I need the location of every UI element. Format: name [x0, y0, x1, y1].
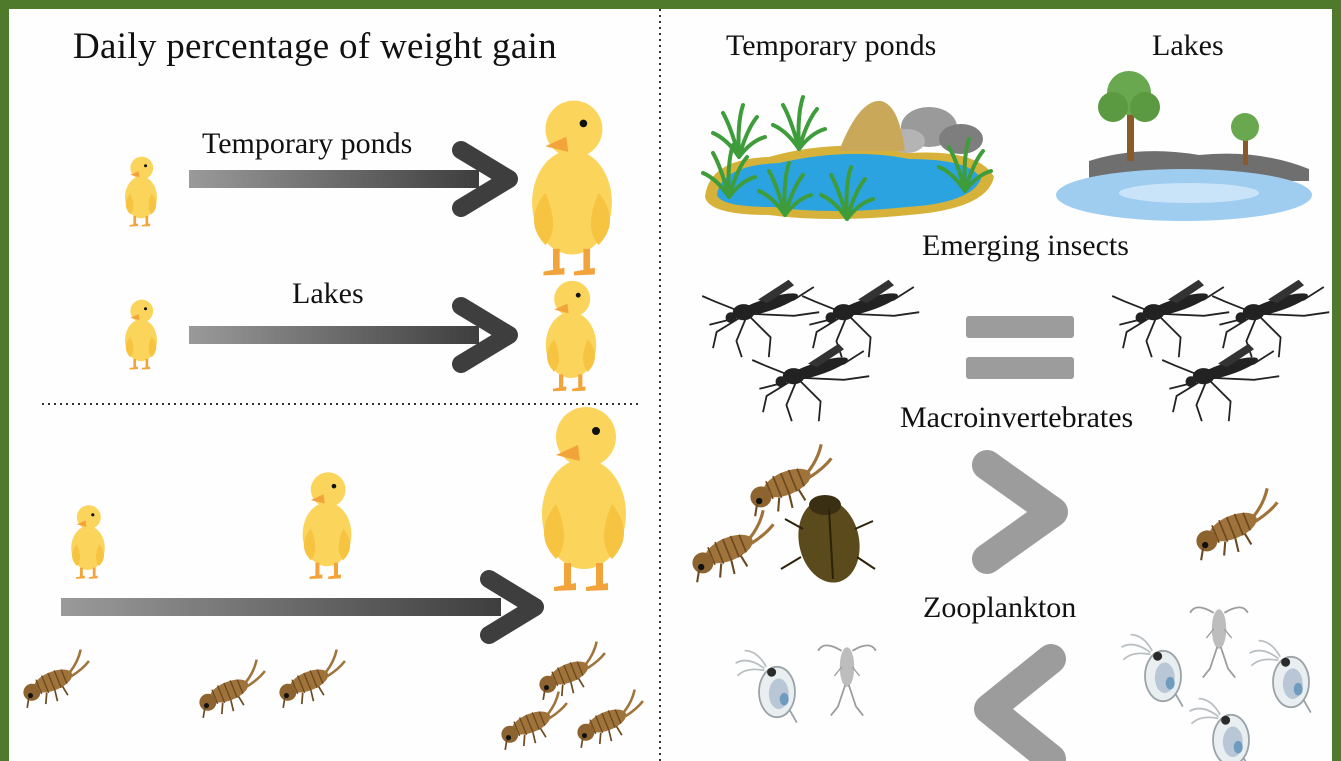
figure-canvas: Daily percentage of weight gain Temporar…	[9, 9, 1332, 761]
zooplankton-group-ponds	[736, 645, 876, 722]
category-label-macroinvertebrates: Macroinvertebrates	[900, 401, 1133, 435]
macroinvertebrate-group-ponds	[681, 443, 875, 589]
duckling-growth-medium	[303, 472, 352, 579]
category-label-emerging-insects: Emerging insects	[922, 229, 1129, 263]
category-label-zooplankton: Zooplankton	[923, 591, 1076, 625]
larva-group-one	[14, 648, 98, 712]
figure-artwork	[9, 9, 1332, 761]
macroinvertebrate-group-lakes	[1185, 487, 1289, 566]
row-label-temporary-ponds: Temporary ponds	[202, 127, 412, 161]
greater-than-symbol	[987, 465, 1053, 559]
growth-arrow-lakes	[189, 306, 509, 364]
temporary-pond-illustration	[703, 97, 994, 219]
mosquito-group-ponds	[702, 280, 919, 421]
equals-symbol	[966, 316, 1074, 379]
row-label-lakes: Lakes	[292, 277, 364, 311]
habitat-label-temporary-ponds: Temporary ponds	[726, 29, 936, 63]
larva-group-two	[190, 648, 354, 722]
lake-illustration	[1056, 71, 1312, 221]
habitat-label-lakes: Lakes	[1152, 29, 1224, 63]
growth-arrow-bottom	[61, 579, 535, 635]
duckling-growth-large	[542, 407, 626, 591]
beetle	[781, 494, 875, 589]
left-panel-title: Daily percentage of weight gain	[73, 25, 557, 68]
zooplankton-group-lakes	[1122, 607, 1311, 761]
duckling-medium-row2	[546, 281, 596, 391]
larva-group-four	[492, 640, 652, 754]
mosquito-group-lakes	[1112, 280, 1329, 421]
duckling-small-row2	[125, 300, 157, 370]
duckling-small-row1	[125, 157, 157, 227]
duckling-growth-small	[71, 505, 105, 579]
less-than-symbol	[989, 659, 1051, 759]
duckling-large-row1	[532, 101, 612, 276]
